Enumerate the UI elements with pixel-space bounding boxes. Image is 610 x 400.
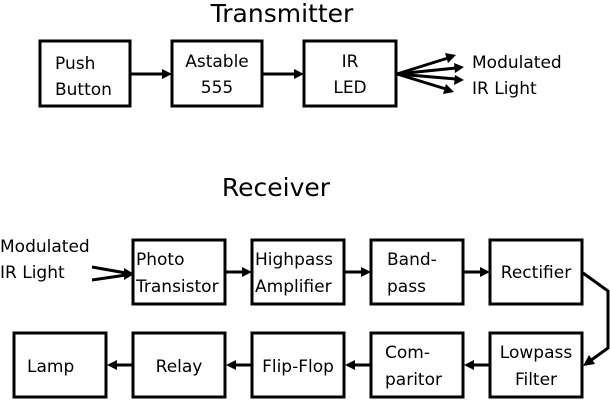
svg-text:paritor: paritor	[385, 370, 442, 390]
svg-text:LED: LED	[333, 78, 366, 98]
block-flip-flop: Flip-Flop	[250, 331, 346, 399]
block-rectifier: Rectifier	[488, 238, 584, 306]
svg-text:Filter: Filter	[515, 370, 557, 390]
arrow-relay-to-lamp	[107, 360, 132, 370]
arrow-flipflop-to-relay	[226, 360, 251, 370]
svg-text:Highpass: Highpass	[255, 250, 333, 270]
block-highpass-amplifier: Highpass Amplifier	[250, 238, 346, 306]
svg-text:Transistor: Transistor	[135, 277, 219, 297]
receiver-title: Receiver	[222, 173, 331, 202]
ir-emission-arrows	[396, 53, 464, 94]
arrow-astable-to-led	[263, 69, 304, 79]
block-comparitor: Com- paritor	[369, 331, 465, 399]
block-push-button: Push Button	[38, 39, 132, 108]
arrow-comparitor-to-flipflop	[345, 360, 370, 370]
block-lowpass-filter: Lowpass Filter	[488, 331, 584, 399]
svg-text:Amplifier: Amplifier	[255, 277, 332, 297]
svg-text:IR: IR	[342, 52, 359, 72]
block-lamp: Lamp	[12, 331, 108, 399]
ir-reception-arrows	[91, 265, 134, 282]
block-ir-led: IR LED	[302, 39, 398, 108]
arrow-highpass-to-bandpass	[345, 267, 371, 277]
arrow-push-to-astable	[131, 69, 172, 79]
arrow-lowpass-to-comparitor	[464, 360, 489, 370]
svg-text:Photo: Photo	[136, 250, 185, 270]
rx-input-label-line1: Modulated	[0, 237, 90, 257]
svg-text:Astable: Astable	[185, 52, 249, 72]
block-astable-555: Astable 555	[170, 39, 264, 108]
svg-text:Button: Button	[55, 80, 112, 100]
svg-text:Relay: Relay	[156, 357, 203, 377]
block-photo-transistor: Photo Transistor	[131, 238, 227, 306]
svg-text:Com-: Com-	[385, 343, 430, 363]
arrow-photo-to-highpass	[226, 267, 252, 277]
tx-output-label-line2: IR Light	[472, 79, 537, 99]
svg-text:Push: Push	[55, 54, 95, 74]
svg-text:555: 555	[201, 78, 233, 98]
block-bandpass: Band- pass	[369, 238, 465, 306]
svg-text:Lamp: Lamp	[27, 357, 74, 377]
transmitter-title: Transmitter	[210, 0, 354, 28]
rx-input-label-line2: IR Light	[0, 263, 65, 283]
svg-text:pass: pass	[387, 277, 426, 297]
tx-output-label-line1: Modulated	[472, 53, 562, 73]
svg-text:Band-: Band-	[387, 250, 437, 270]
arrow-bandpass-to-rectifier	[464, 267, 490, 277]
svg-text:Rectifier: Rectifier	[501, 263, 571, 283]
svg-text:Lowpass: Lowpass	[500, 343, 573, 363]
svg-text:Flip-Flop: Flip-Flop	[262, 357, 334, 377]
arrow-rectifier-to-lowpass	[582, 271, 610, 366]
block-relay: Relay	[131, 331, 227, 399]
